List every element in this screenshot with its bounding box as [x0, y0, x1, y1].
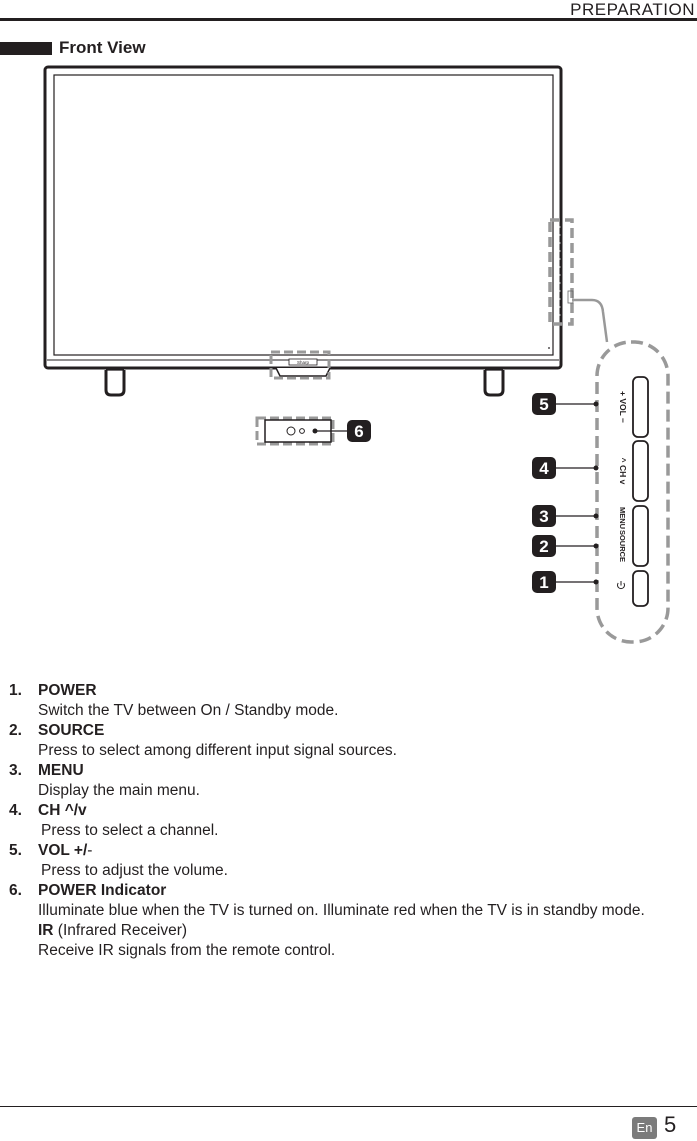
power-symbol-icon: [617, 581, 625, 590]
item-label-suffix: -: [87, 842, 93, 859]
callout-badge-2: 2: [532, 535, 556, 557]
header-rule: [0, 18, 697, 21]
tv-logo-tab: [275, 367, 331, 377]
item-label: VOL +/: [38, 842, 88, 859]
item-sub-description: Receive IR signals from the remote contr…: [38, 942, 336, 959]
item-number: 3.: [9, 762, 22, 779]
power-indicator-icon: [299, 428, 305, 434]
header-section-title: PREPARATION: [570, 0, 695, 19]
power-button: [632, 570, 649, 607]
svg-text:5: 5: [539, 395, 548, 414]
svg-text:3: 3: [539, 507, 548, 526]
tv-foot-right: [483, 370, 505, 397]
vol-button-label: + VOL −: [618, 391, 628, 423]
page-number: 5: [664, 1112, 677, 1137]
vol-button: [632, 376, 649, 438]
list-item: 3. MENU Display the main menu.: [9, 761, 697, 801]
ch-button-label: ^ CH v: [618, 458, 628, 485]
item-number: 2.: [9, 722, 22, 739]
item-label: SOURCE: [38, 722, 105, 739]
item-number: 1.: [9, 682, 22, 699]
item-number: 5.: [9, 842, 22, 859]
logo-dashed-box: [269, 350, 331, 380]
side-buttons-dashed-box: [548, 218, 574, 326]
item-description: Illuminate blue when the TV is turned on…: [38, 902, 645, 919]
item-description: Switch the TV between On / Standby mode.: [38, 702, 339, 719]
section-title: Front View: [59, 38, 146, 57]
menu-source-button: [632, 505, 649, 567]
menu-button-label: MENU: [618, 507, 627, 529]
callout-badge-1: 1: [532, 571, 556, 593]
item-number: 4.: [9, 802, 22, 819]
item-sub-label: IR: [38, 922, 54, 939]
svg-text:4: 4: [539, 459, 549, 478]
ir-receiver-icon: [286, 426, 296, 436]
list-item: 2. SOURCE Press to select among differen…: [9, 721, 697, 761]
list-item: 6. POWER Indicator Illuminate blue when …: [9, 881, 697, 961]
list-item: 5. VOL +/- Press to adjust the volume.: [9, 841, 697, 881]
item-description: Display the main menu.: [38, 782, 200, 799]
brand-label-plate: [288, 358, 318, 366]
item-sub-label-suffix: (Infrared Receiver): [53, 922, 188, 939]
callout-badge-5: 5: [532, 393, 556, 415]
item-description: Press to select a channel.: [41, 822, 219, 839]
item-description: Press to adjust the volume.: [41, 862, 228, 879]
callout-badge-4: 4: [532, 457, 556, 479]
brand-label: Sharp: [297, 360, 310, 365]
list-item: 1. POWER Switch the TV between On / Stan…: [9, 681, 697, 721]
tv-front-view-diagram: Sharp + VOL − ^ CH v MENU SOURCE 5 4: [43, 65, 670, 644]
source-button-label: SOURCE: [618, 530, 627, 562]
footer-rule: [0, 1106, 697, 1107]
button-descriptions-list: 1. POWER Switch the TV between On / Stan…: [9, 681, 697, 961]
indicator-dashed-box: [255, 416, 335, 446]
connector-line: [572, 298, 609, 343]
item-sub-heading: IR (Infrared Receiver): [38, 921, 697, 941]
tv-screen: [53, 74, 554, 356]
svg-text:6: 6: [354, 422, 363, 441]
item-description: Press to select among different input si…: [38, 742, 397, 759]
callout-badge-3: 3: [532, 505, 556, 527]
ch-button: [632, 440, 649, 502]
tv-foot-left: [104, 370, 126, 397]
svg-text:2: 2: [539, 537, 548, 556]
svg-text:1: 1: [539, 573, 548, 592]
item-label: CH ^/v: [38, 802, 87, 819]
item-number: 6.: [9, 882, 22, 899]
list-item: 4. CH ^/v Press to select a channel.: [9, 801, 697, 841]
item-label: MENU: [38, 762, 84, 779]
item-label: POWER: [38, 682, 97, 699]
language-badge: En: [632, 1117, 657, 1139]
item-label: POWER Indicator: [38, 882, 167, 899]
tv-corner-dot: [548, 347, 550, 349]
section-marker-bar: [0, 42, 52, 55]
callout-badge-6: 6: [347, 420, 371, 442]
